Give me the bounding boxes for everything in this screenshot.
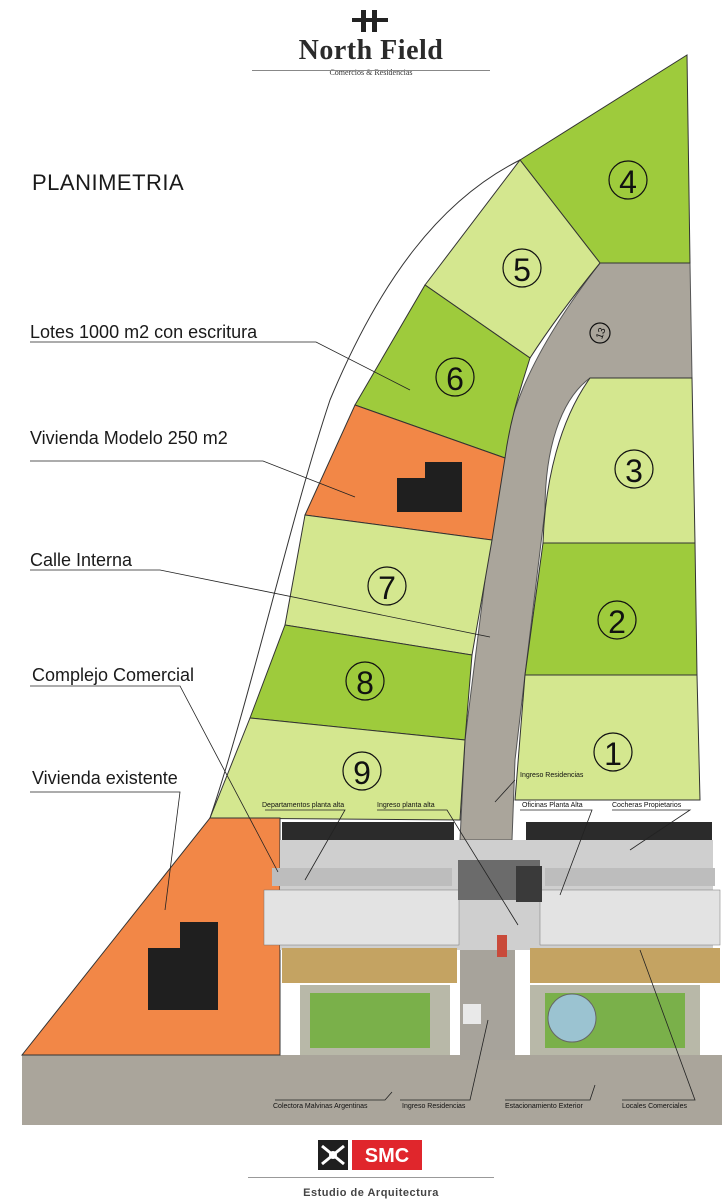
label-colectora: Colectora Malvinas Argentinas bbox=[273, 1103, 368, 1110]
smc-logo-text: SMC bbox=[365, 1145, 409, 1167]
footer-divider bbox=[248, 1177, 494, 1178]
lot-9 bbox=[209, 717, 466, 821]
brand-divider bbox=[252, 70, 490, 71]
label-vivienda-modelo: Vivienda Modelo 250 m2 bbox=[30, 428, 228, 448]
page-heading: PLANIMETRIA bbox=[32, 170, 185, 195]
lot-4-number: 4 bbox=[619, 164, 637, 200]
lot-1 bbox=[514, 674, 701, 801]
lot-9-number: 9 bbox=[353, 755, 371, 791]
label-departamentos: Departamentos planta alta bbox=[262, 802, 344, 809]
lot-13-number: 13 bbox=[594, 326, 608, 341]
smc-logo: SMC bbox=[318, 1140, 422, 1170]
double-hash-logo-icon bbox=[352, 10, 388, 32]
label-complejo-comercial: Complejo Comercial bbox=[32, 665, 195, 685]
lot-3-number: 3 bbox=[625, 453, 643, 489]
label-oficinas: Oficinas Planta Alta bbox=[522, 802, 583, 809]
label-ingreso-planta-alta: Ingreso planta alta bbox=[377, 802, 435, 809]
label-lotes: Lotes 1000 m2 con escritura bbox=[30, 322, 258, 342]
lot-numbers: 1 2 3 4 5 6 7 8 9 13 bbox=[342, 160, 654, 791]
label-ingreso-residencias-bottom: Ingreso Residencias bbox=[402, 1103, 466, 1110]
lot-vivienda-existente bbox=[20, 817, 281, 1056]
boundary-line bbox=[209, 159, 521, 819]
lot-5 bbox=[424, 159, 601, 359]
label-calle-interna: Calle Interna bbox=[30, 550, 133, 570]
lot-2-number: 2 bbox=[608, 604, 626, 640]
footer-studio: Estudio de Arquitectura bbox=[303, 1187, 439, 1199]
lot-8-number: 8 bbox=[356, 665, 374, 701]
brand-header: North Field Comercios & Residencias bbox=[252, 6, 490, 77]
lot-5-number: 5 bbox=[513, 252, 531, 288]
model-house-building bbox=[397, 462, 462, 512]
lot-6 bbox=[354, 284, 531, 459]
brand-title: North Field bbox=[298, 35, 444, 66]
label-vivienda-existente: Vivienda existente bbox=[32, 768, 178, 788]
label-estacionamiento: Estacionamiento Exterior bbox=[505, 1103, 583, 1110]
lot-7-number: 7 bbox=[378, 570, 396, 606]
leader-lines bbox=[30, 341, 696, 1101]
entrance-avenue bbox=[460, 940, 515, 1060]
label-cocheras: Cocheras Propietarios bbox=[612, 802, 682, 809]
lot-1-number: 1 bbox=[604, 736, 622, 772]
brand-subtitle: Comercios & Residencias bbox=[329, 68, 413, 77]
label-locales: Locales Comerciales bbox=[622, 1103, 687, 1110]
label-ingreso-residencias-top: Ingreso Residencias bbox=[520, 772, 584, 779]
colectora-road bbox=[22, 1055, 722, 1125]
lot-6-number: 6 bbox=[446, 361, 464, 397]
existing-house-building bbox=[148, 922, 218, 1010]
